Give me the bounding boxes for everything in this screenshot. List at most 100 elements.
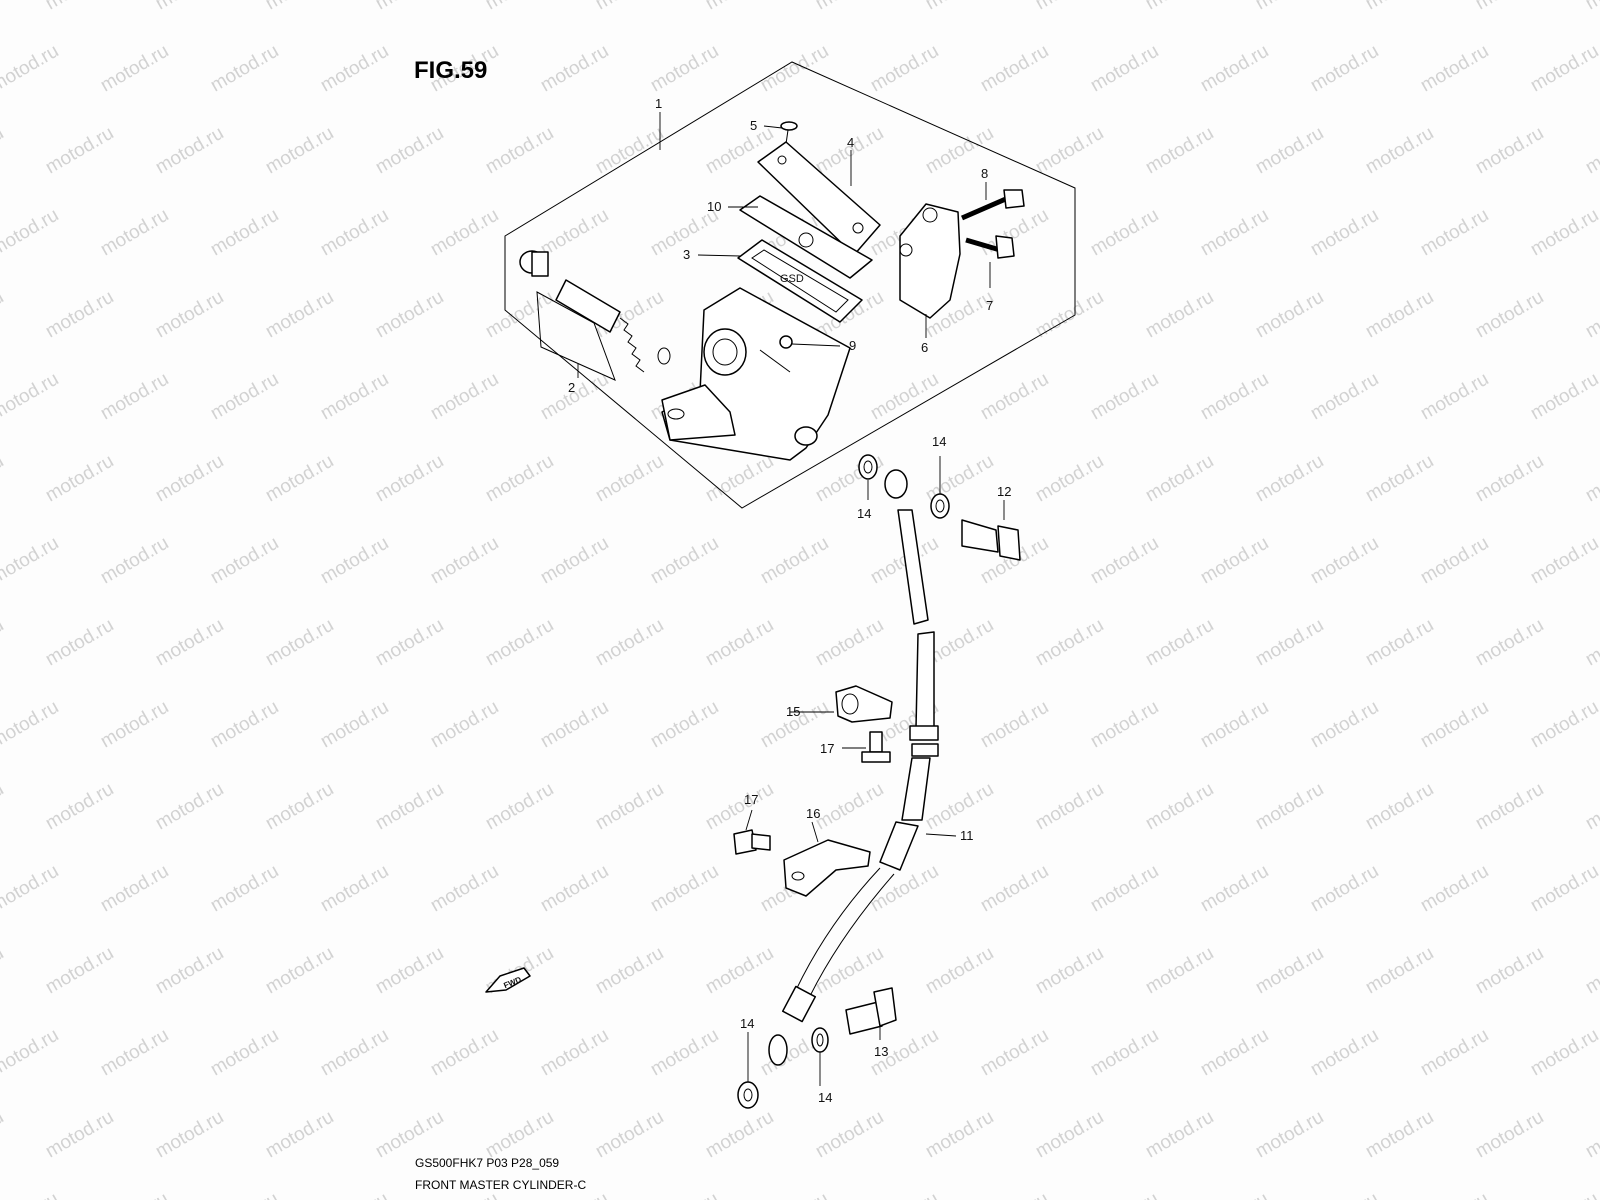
watermark-text: motod.ru xyxy=(1087,41,1162,97)
union-bolt-lower-part xyxy=(845,987,897,1035)
watermark-text: motod.ru xyxy=(152,1107,227,1163)
watermark-text: motod.ru xyxy=(207,1025,282,1081)
watermark-text: motod.ru xyxy=(1142,0,1217,14)
hose-clamp-part xyxy=(835,685,893,723)
piston-kit-outline xyxy=(536,291,616,381)
watermark-text: motod.ru xyxy=(152,123,227,179)
watermark-text: motod.ru xyxy=(592,123,667,179)
watermark-text: motod.ru xyxy=(372,0,447,14)
watermark-text: motod.ru xyxy=(207,861,282,917)
callout-4: 4 xyxy=(847,135,854,150)
watermark-text: motod.ru xyxy=(0,697,62,753)
watermark-text: motod.ru xyxy=(1362,0,1437,14)
watermark-text: motod.ru xyxy=(537,1025,612,1081)
watermark-text: motod.ru xyxy=(1307,533,1382,589)
watermark-text: motod.ru xyxy=(1472,287,1547,343)
watermark-text: motod.ru xyxy=(1362,779,1437,835)
watermark-text: motod.ru xyxy=(1472,451,1547,507)
reservoir-cap-part xyxy=(757,141,881,256)
watermark-text: motod.ru xyxy=(97,1189,172,1200)
watermark-text: motod.ru xyxy=(1362,1107,1437,1163)
watermark-text: motod.ru xyxy=(1307,1189,1382,1200)
watermark-text: motod.ru xyxy=(1527,533,1600,589)
watermark-text: motod.ru xyxy=(207,533,282,589)
watermark-text: motod.ru xyxy=(1087,1189,1162,1200)
watermark-text: motod.ru xyxy=(97,369,172,425)
watermark-text: motod.ru xyxy=(647,697,722,753)
washer-lower-left-part xyxy=(737,1081,759,1109)
watermark-text: motod.ru xyxy=(317,861,392,917)
washer-upper-left-part xyxy=(858,454,878,480)
watermark-text: motod.ru xyxy=(537,369,612,425)
watermark-text: motod.ru xyxy=(427,1025,502,1081)
watermark-text: motod.ru xyxy=(1252,123,1327,179)
watermark-text: motod.ru xyxy=(1362,943,1437,999)
watermark-text: motod.ru xyxy=(152,943,227,999)
watermark-text: motod.ru xyxy=(427,697,502,753)
watermark-text: motod.ru xyxy=(812,0,887,14)
watermark-text: motod.ru xyxy=(1527,1025,1600,1081)
watermark-text: motod.ru xyxy=(152,615,227,671)
watermark-text: motod.ru xyxy=(0,1107,7,1163)
watermark-text: motod.ru xyxy=(42,1107,117,1163)
watermark-text: motod.ru xyxy=(317,41,392,97)
watermark-text: motod.ru xyxy=(1527,369,1600,425)
watermark-text: motod.ru xyxy=(482,451,557,507)
watermark-text: motod.ru xyxy=(0,943,7,999)
callout-12: 12 xyxy=(997,484,1011,499)
holder-part xyxy=(899,203,961,319)
watermark-text: motod.ru xyxy=(1252,943,1327,999)
watermark-text: motod.ru xyxy=(207,1189,282,1200)
watermark-text: motod.ru xyxy=(922,1107,997,1163)
watermark-text: motod.ru xyxy=(1252,1107,1327,1163)
bolt-17-upper-part xyxy=(861,731,891,763)
watermark-text: motod.ru xyxy=(1417,533,1492,589)
diaphragm-plate-part xyxy=(739,195,873,279)
watermark-text: motod.ru xyxy=(42,0,117,14)
watermark-text: motod.ru xyxy=(1307,41,1382,97)
watermark-text: motod.ru xyxy=(922,0,997,14)
watermark-text: motod.ru xyxy=(1307,1025,1382,1081)
watermark-text: motod.ru xyxy=(1307,205,1382,261)
watermark-text: motod.ru xyxy=(1032,1107,1107,1163)
watermark-text: motod.ru xyxy=(1527,205,1600,261)
watermark-text: motod.ru xyxy=(592,1107,667,1163)
watermark-text: motod.ru xyxy=(0,779,7,835)
watermark-text: motod.ru xyxy=(702,1107,777,1163)
watermark-text: motod.ru xyxy=(1582,943,1600,999)
watermark-text: motod.ru xyxy=(1472,123,1547,179)
callout-9: 9 xyxy=(849,338,856,353)
watermark-text: motod.ru xyxy=(0,123,7,179)
callout-16: 16 xyxy=(806,806,820,821)
callout-labels: 1 2 3 4 5 6 7 8 9 10 11 12 13 14 14 14 1… xyxy=(568,96,1011,1105)
watermark-text: motod.ru xyxy=(42,123,117,179)
master-cylinder-body-part xyxy=(661,287,851,461)
watermark-text: motod.ru xyxy=(867,1189,942,1200)
watermark-text: motod.ru xyxy=(1087,861,1162,917)
watermark-text: motod.ru xyxy=(42,287,117,343)
callout-5: 5 xyxy=(750,118,757,133)
watermark-text: motod.ru xyxy=(1032,779,1107,835)
watermark-text: motod.ru xyxy=(592,943,667,999)
watermark-text: motod.ru xyxy=(207,41,282,97)
watermark-text: motod.ru xyxy=(0,0,7,14)
watermark-text: motod.ru xyxy=(427,533,502,589)
watermark-text: motod.ru xyxy=(647,1189,722,1200)
callout-3: 3 xyxy=(683,247,690,262)
watermark-text: motod.ru xyxy=(867,41,942,97)
watermark-text: motod.ru xyxy=(207,697,282,753)
callout-14a: 14 xyxy=(857,506,871,521)
callout-2: 2 xyxy=(568,380,575,395)
watermark-text: motod.ru xyxy=(482,779,557,835)
watermark-text: motod.ru xyxy=(0,451,7,507)
watermark-text: motod.ru xyxy=(97,41,172,97)
watermark-text: motod.ru xyxy=(372,943,447,999)
watermark-text: motod.ru xyxy=(1362,287,1437,343)
watermark-text: motod.ru xyxy=(977,1025,1052,1081)
watermark-text: motod.ru xyxy=(702,451,777,507)
watermark-text: motod.ru xyxy=(152,287,227,343)
watermark-text: motod.ru xyxy=(482,287,557,343)
watermark-text: motod.ru xyxy=(977,1189,1052,1200)
watermark-text: motod.ru xyxy=(1032,615,1107,671)
watermark-text: motod.ru xyxy=(537,41,612,97)
